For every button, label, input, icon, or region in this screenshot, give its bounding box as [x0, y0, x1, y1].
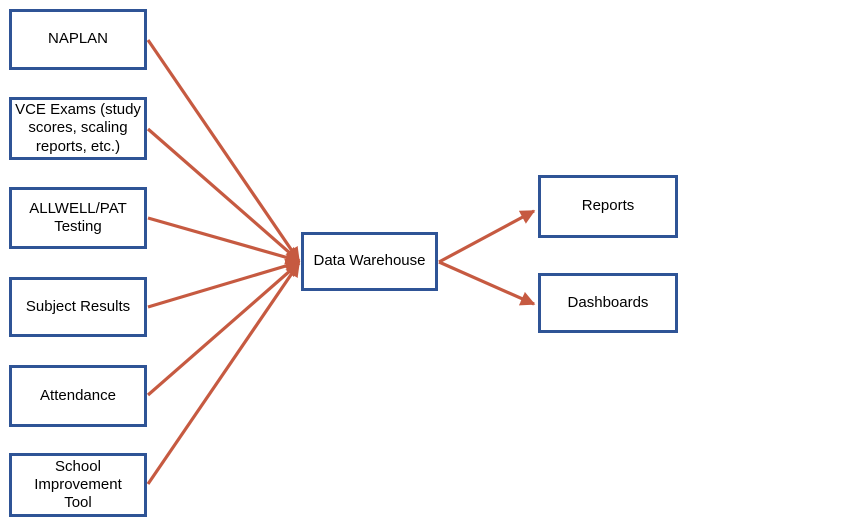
- node-dashboards: Dashboards: [538, 273, 678, 333]
- arrow-warehouse-to-reports: [438, 209, 536, 264]
- arrow-naplan-to-warehouse: [146, 39, 301, 263]
- node-vce-exams: VCE Exams (study scores, scaling reports…: [9, 97, 147, 160]
- arrow-subject-results-to-warehouse: [147, 258, 301, 309]
- node-naplan: NAPLAN: [9, 9, 147, 70]
- arrow-allwell-pat-to-warehouse: [147, 216, 301, 265]
- node-data-warehouse-label: Data Warehouse: [313, 252, 426, 270]
- node-subject-results-label: Subject Results: [25, 297, 131, 315]
- node-allwell-pat-testing-label: ALLWELL/PAT Testing: [29, 199, 127, 235]
- node-reports: Reports: [538, 175, 678, 238]
- arrow-attendance-to-warehouse: [146, 261, 301, 397]
- node-vce-exams-label: VCE Exams (study scores, scaling reports…: [15, 101, 141, 155]
- node-dashboards-label: Dashboards: [567, 293, 649, 311]
- node-naplan-label: NAPLAN: [47, 30, 109, 48]
- node-school-improvement-tool: School Improvement Tool: [9, 453, 147, 517]
- node-attendance: Attendance: [9, 365, 147, 427]
- arrow-school-improvement-to-warehouse: [146, 261, 301, 485]
- node-reports-label: Reports: [581, 197, 635, 215]
- node-data-warehouse: Data Warehouse: [301, 232, 438, 291]
- arrow-warehouse-to-dashboards: [438, 260, 536, 306]
- node-attendance-label: Attendance: [40, 386, 116, 404]
- node-school-improvement-tool-label: School Improvement Tool: [34, 457, 122, 512]
- node-subject-results: Subject Results: [9, 277, 147, 337]
- node-allwell-pat-testing: ALLWELL/PAT Testing: [9, 187, 147, 249]
- arrow-vce-exams-to-warehouse: [146, 127, 301, 263]
